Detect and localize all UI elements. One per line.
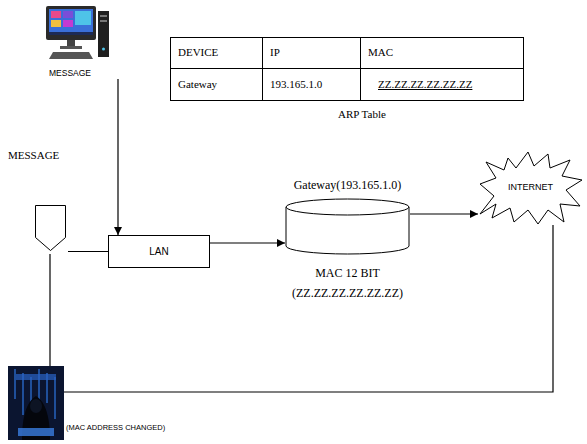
table-cell: ZZ.ZZ.ZZ.ZZ.ZZ.ZZ: [378, 77, 472, 91]
banner-glow: [16, 374, 56, 380]
table-caption: ARP Table: [338, 107, 386, 121]
message-node: MESSAGE: [8, 148, 68, 254]
screen-tile: [63, 11, 73, 18]
connector: [210, 242, 285, 243]
drive-bay: [100, 15, 107, 17]
gateway-cylinder: [285, 198, 410, 255]
node-heading: Gateway(193.165.1.0): [285, 178, 410, 192]
table-cell: 193.165.1.0: [270, 77, 322, 91]
computer-label: MESSAGE: [49, 68, 120, 79]
box-label: LAN: [149, 246, 168, 258]
code-rain: [54, 377, 56, 419]
keyboard: [49, 52, 93, 59]
connector: [117, 79, 118, 235]
screen-tile: [75, 11, 91, 25]
figure-face: [30, 399, 42, 413]
arp-table-frame: [171, 38, 524, 101]
table-header: IP: [270, 45, 280, 59]
screen-tile: [51, 11, 61, 18]
image-caption: (MAC ADDRESS CHANGED): [66, 423, 165, 433]
gateway-node: Gateway(193.165.1.0) MAC 12 BIT (ZZ.ZZ.ZZ…: [285, 178, 410, 303]
power-light: [102, 48, 105, 51]
process-box: LAN: [108, 235, 210, 268]
message-label: MESSAGE: [8, 148, 68, 162]
screen-taskbar: [49, 32, 93, 35]
code-rain: [14, 369, 16, 399]
starburst-outline: [480, 152, 582, 224]
message-shape: [36, 206, 66, 251]
cylinder-top: [286, 199, 409, 215]
screen-tile: [51, 20, 61, 27]
message-icon: [8, 162, 68, 254]
connector: [410, 213, 478, 214]
image-background: [8, 366, 64, 440]
computer-icon: [45, 5, 110, 63]
drive-bay: [100, 20, 107, 22]
table-cell: Gateway: [178, 77, 217, 91]
cloud-label: INTERNET: [508, 182, 553, 193]
connector: [49, 254, 50, 366]
monitor-frame: [46, 6, 96, 40]
cloud-node: INTERNET: [478, 150, 583, 225]
screen-tile: [63, 20, 73, 27]
laptop-glow: [18, 428, 54, 436]
monitor-base: [60, 46, 82, 49]
computer-tower: [98, 11, 109, 57]
hacker-image: [8, 366, 64, 440]
connector: [68, 251, 108, 252]
table-header: DEVICE: [178, 45, 218, 59]
node-note: MAC 12 BIT (ZZ.ZZ.ZZ.ZZ.ZZ.ZZ): [285, 263, 410, 303]
monitor-screen: [49, 9, 93, 35]
attacker-node: (MAC ADDRESS CHANGED): [8, 366, 64, 440]
computer-node: MESSAGE: [45, 5, 120, 79]
table-header: MAC: [368, 45, 393, 59]
table-divider: [171, 68, 524, 69]
monitor-stand: [67, 40, 75, 46]
